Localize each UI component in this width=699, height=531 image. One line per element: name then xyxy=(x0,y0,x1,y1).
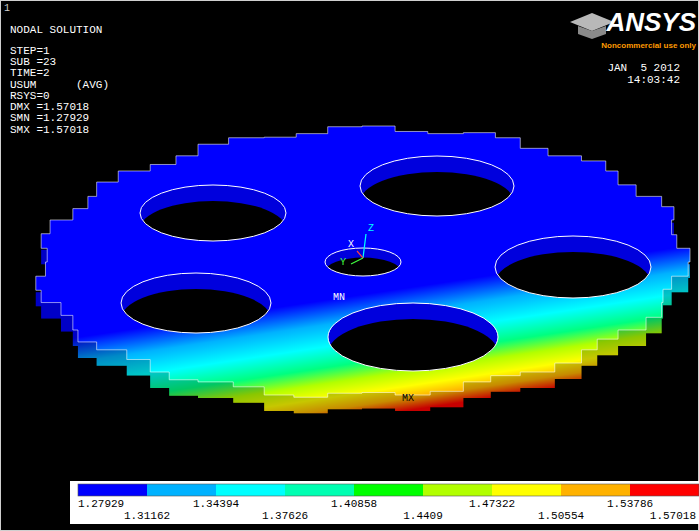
max-marker: MX xyxy=(402,393,414,404)
color-band xyxy=(492,484,561,496)
substep-info: SUB =23 xyxy=(10,57,56,68)
hole xyxy=(328,303,498,387)
plot-title: NODAL SOLUTION xyxy=(10,25,102,36)
min-marker: MN xyxy=(333,292,345,303)
scale-value: 1.31162 xyxy=(124,511,170,522)
scale-value: 1.47322 xyxy=(469,499,515,510)
holes xyxy=(121,156,651,387)
time: 14:03:42 xyxy=(627,75,680,86)
scale-value: 1.50554 xyxy=(538,511,584,522)
hole-edge xyxy=(140,185,286,241)
max-displacement: DMX =1.57018 xyxy=(10,102,89,113)
hole xyxy=(360,156,514,232)
scale-value: 1.53786 xyxy=(607,499,653,510)
color-bar xyxy=(78,484,699,496)
plate xyxy=(36,126,690,413)
color-band xyxy=(78,484,147,496)
step-info: STEP=1 xyxy=(10,46,50,57)
scale-value: 1.57018 xyxy=(650,511,696,522)
axis-label: Z xyxy=(368,223,374,234)
color-band xyxy=(561,484,630,496)
color-band xyxy=(423,484,492,496)
hole-edge xyxy=(360,156,514,216)
hole xyxy=(140,185,286,257)
time-info: TIME=2 xyxy=(10,68,50,79)
result-name: USUM (AVG) xyxy=(10,80,109,91)
plate-top xyxy=(36,126,690,397)
hole xyxy=(495,236,651,314)
axis-label: Y xyxy=(340,257,346,268)
axis-label: X xyxy=(348,239,354,250)
hole-edge xyxy=(328,303,498,371)
license-note: Noncommercial use only xyxy=(601,41,696,50)
window-number: 1 xyxy=(4,3,10,14)
legend-ground xyxy=(70,481,699,524)
scale-value: 1.40858 xyxy=(331,499,377,510)
scale-value: 1.37626 xyxy=(262,511,308,522)
color-band xyxy=(354,484,423,496)
date: JAN 5 2012 xyxy=(607,63,680,74)
scale-value: 1.4409 xyxy=(403,511,443,522)
min-value: SMN =1.27929 xyxy=(10,113,89,124)
color-band xyxy=(285,484,354,496)
hole-edge xyxy=(325,248,401,276)
scale-value: 1.27929 xyxy=(78,499,124,510)
hole xyxy=(121,273,271,349)
color-band xyxy=(147,484,216,496)
scale-value: 1.34394 xyxy=(193,499,239,510)
color-band xyxy=(216,484,285,496)
hole-edge xyxy=(121,273,271,333)
hole-edge xyxy=(495,236,651,298)
coordinate-system: RSYS=0 xyxy=(10,91,50,102)
color-band xyxy=(630,484,699,496)
max-value: SMX =1.57018 xyxy=(10,125,89,136)
logo-text: ANSYS xyxy=(606,8,696,36)
